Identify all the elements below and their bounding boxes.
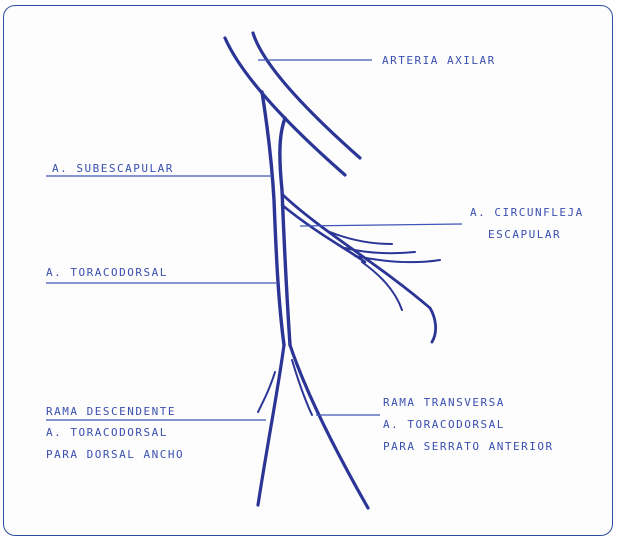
label-toracodorsal: A. TORACODORSAL xyxy=(46,266,168,279)
circumflex-scapular-main xyxy=(283,195,436,342)
label-rama-descendente-line1: RAMA DESCENDENTE xyxy=(46,405,176,418)
label-circunfleja-line1: A. CIRCUNFLEJA xyxy=(470,206,584,219)
descending-side-twig xyxy=(258,372,275,412)
label-subescapular: A. SUBESCAPULAR xyxy=(52,162,174,175)
circumflex-scapular-wall xyxy=(282,205,365,262)
transverse-branch xyxy=(290,345,368,508)
label-rama-transversa-line1: RAMA TRANSVERSA xyxy=(383,396,505,409)
descending-branch xyxy=(258,345,284,505)
label-rama-transversa-line2: A. TORACODORSAL xyxy=(383,418,505,431)
label-rama-descendente-line3: PARA DORSAL ANCHO xyxy=(46,448,184,461)
leader-circunfleja xyxy=(300,224,462,226)
label-circunfleja-line2: ESCAPULAR xyxy=(488,228,561,241)
label-rama-descendente-line2: A. TORACODORSAL xyxy=(46,426,168,439)
label-rama-transversa-line3: PARA SERRATO ANTERIOR xyxy=(383,440,554,453)
transverse-side-twig xyxy=(292,360,312,415)
label-arteria-axilar: ARTERIA AXILAR xyxy=(382,54,496,67)
axillary-artery-wall-lower xyxy=(225,38,345,175)
